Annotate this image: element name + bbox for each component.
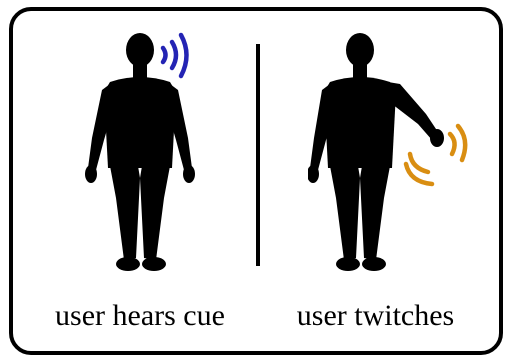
sound-wave-icon (160, 32, 189, 79)
caption-user-twitches: user twitches (296, 299, 455, 332)
motion-wave-icon (403, 123, 468, 187)
panel-divider (256, 44, 260, 266)
twitching-person-icon (308, 33, 444, 271)
caption-user-hears-cue: user hears cue (55, 299, 225, 332)
standing-person-icon (85, 33, 195, 271)
